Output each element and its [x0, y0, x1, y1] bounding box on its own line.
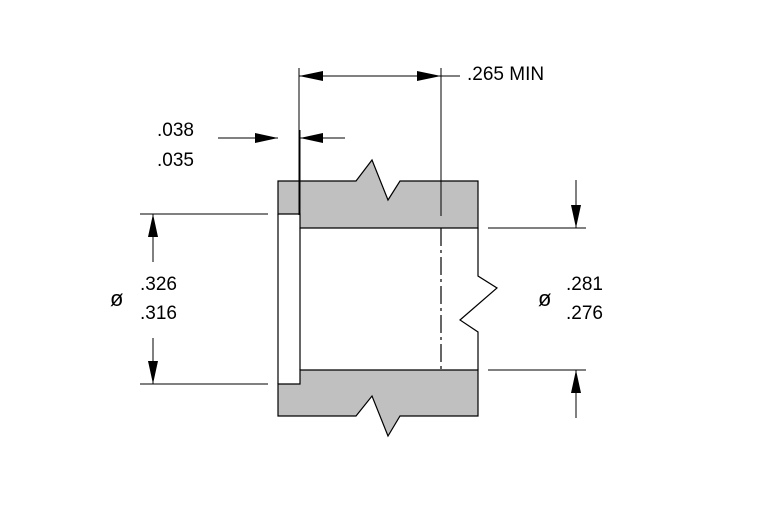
outer-dia-arrow-top	[148, 214, 158, 237]
inner-diameter-symbol: ø	[538, 286, 551, 311]
inner-dia-tolerance-upper: .281	[566, 274, 603, 295]
inner-dia-arrow-bottom	[571, 370, 581, 393]
wall-arrow-right	[300, 133, 323, 143]
depth-dimension-text: .265 MIN	[467, 64, 544, 85]
wall-tolerance-lower: .035	[157, 150, 194, 171]
outer-diameter-symbol: ø	[110, 286, 123, 311]
wall-arrow-left	[255, 133, 278, 143]
right-break-line	[459, 228, 499, 370]
top-wall-section	[277, 158, 479, 229]
depth-arrow-left	[299, 71, 323, 81]
wall-tolerance-upper: .038	[157, 120, 194, 141]
depth-arrow-right	[417, 71, 441, 81]
inner-dia-arrow-top	[571, 205, 581, 228]
outer-dia-arrow-bottom	[148, 361, 158, 384]
outer-dia-tolerance-lower: .316	[140, 303, 177, 324]
inner-dia-tolerance-lower: .276	[566, 303, 603, 324]
outer-dia-tolerance-upper: .326	[140, 274, 177, 295]
bottom-wall-section	[277, 369, 479, 438]
